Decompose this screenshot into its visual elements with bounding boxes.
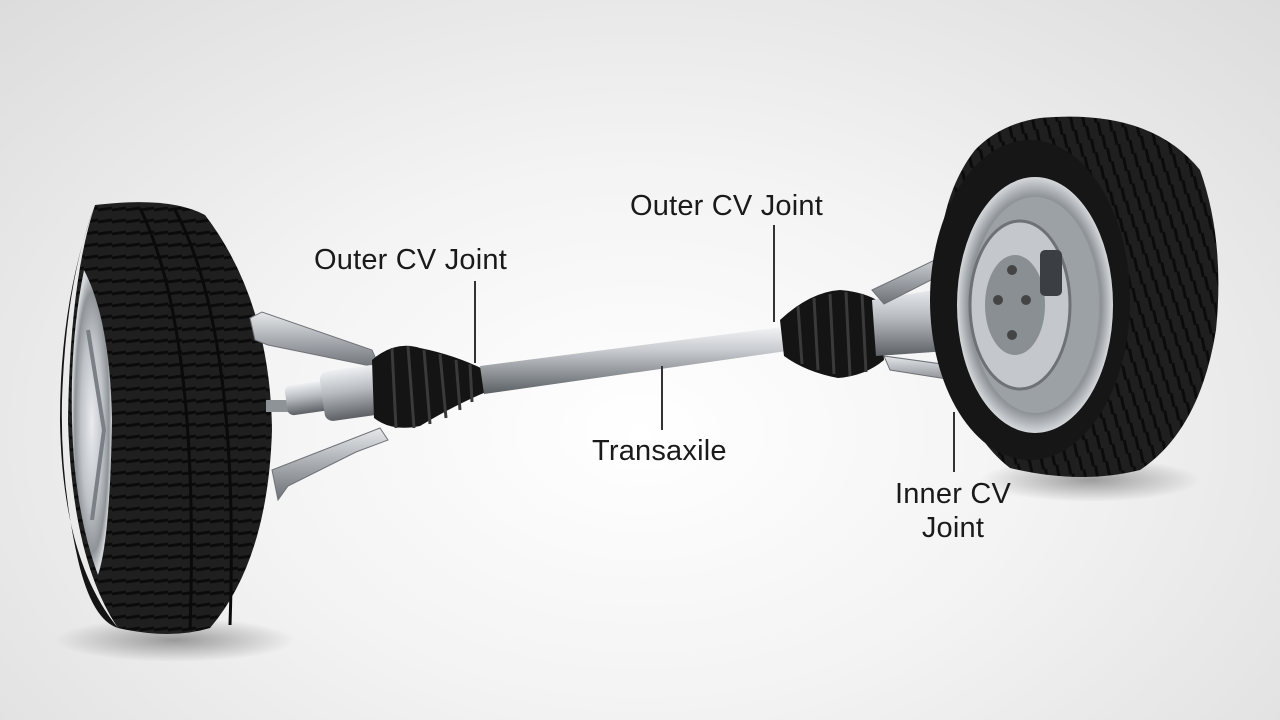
- right-brake-caliper: [1040, 250, 1062, 296]
- right-cv-boot: [780, 290, 884, 378]
- right-wheel: [930, 116, 1219, 478]
- label-inner-cv-line1: Inner CV: [894, 478, 1012, 510]
- left-suspension: [249, 311, 389, 502]
- label-outer-cv-joint-left: Outer CV Joint: [314, 244, 507, 276]
- label-inner-cv-joint: Inner CV Joint: [888, 477, 1018, 545]
- label-outer-cv-joint-right: Outer CV Joint: [630, 190, 823, 222]
- left-rim: [71, 270, 112, 575]
- left-upper-control-arm: [249, 311, 381, 369]
- left-rim-spoke: [86, 329, 107, 521]
- left-wheel-shadow: [55, 618, 295, 662]
- left-wheel: [60, 202, 272, 634]
- left-hub: [284, 365, 385, 421]
- drive-shaft: [480, 326, 794, 394]
- left-cv-boot: [372, 345, 486, 429]
- label-transaxle: Transaxile: [592, 435, 727, 467]
- label-inner-cv-line2: Joint: [921, 512, 985, 544]
- left-tire-tread: [68, 202, 272, 634]
- left-lower-control-arm: [271, 427, 389, 502]
